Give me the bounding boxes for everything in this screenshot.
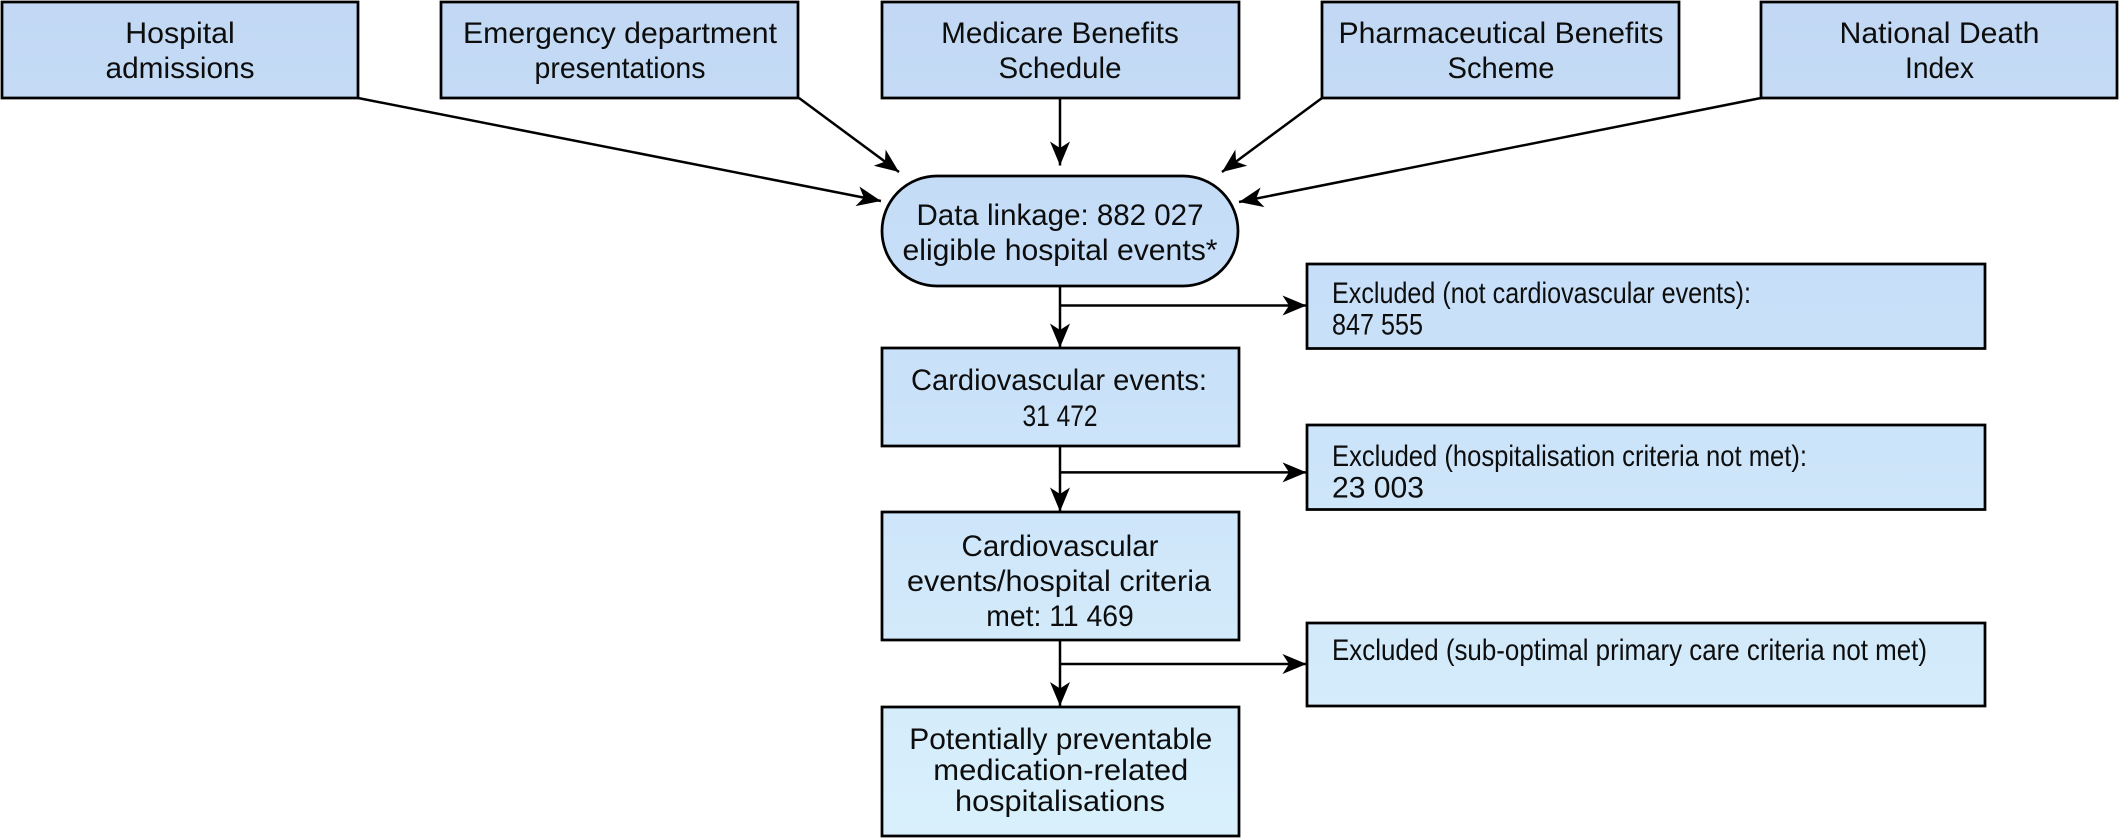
svg-text:Schedule: Schedule [999,52,1122,85]
svg-text:Excluded (not cardiovascular e: Excluded (not cardiovascular events): [1332,277,1751,310]
svg-text:Pharmaceutical Benefits: Pharmaceutical Benefits [1339,17,1664,50]
svg-text:eligible hospital events*: eligible hospital events* [903,234,1218,267]
svg-text:admissions: admissions [106,52,255,85]
svg-text:31 472: 31 472 [1023,400,1098,433]
svg-text:Emergency department: Emergency department [463,17,778,50]
svg-text:met: 11 469: met: 11 469 [986,600,1134,633]
svg-text:Scheme: Scheme [1448,52,1555,85]
svg-text:Data linkage: 882 027: Data linkage: 882 027 [917,199,1204,232]
svg-text:Cardiovascular events:: Cardiovascular events: [911,364,1207,397]
svg-text:Excluded (sub-optimal primary: Excluded (sub-optimal primary care crite… [1332,634,1927,667]
svg-text:National Death: National Death [1840,17,2040,50]
svg-text:Cardiovascular: Cardiovascular [962,530,1159,563]
svg-text:Potentially preventable: Potentially preventable [909,723,1212,756]
svg-text:Hospital: Hospital [125,17,235,50]
svg-text:Index: Index [1905,52,1974,85]
svg-text:Medicare Benefits: Medicare Benefits [941,17,1179,50]
svg-text:hospitalisations: hospitalisations [955,785,1165,818]
svg-text:presentations: presentations [535,52,706,85]
svg-text:23 003: 23 003 [1332,472,1424,505]
svg-text:medication-related: medication-related [933,754,1188,787]
svg-text:847 555: 847 555 [1332,309,1423,342]
svg-text:Excluded (hospitalisation crit: Excluded (hospitalisation criteria not m… [1332,440,1807,473]
svg-text:events/hospital criteria: events/hospital criteria [907,565,1211,598]
